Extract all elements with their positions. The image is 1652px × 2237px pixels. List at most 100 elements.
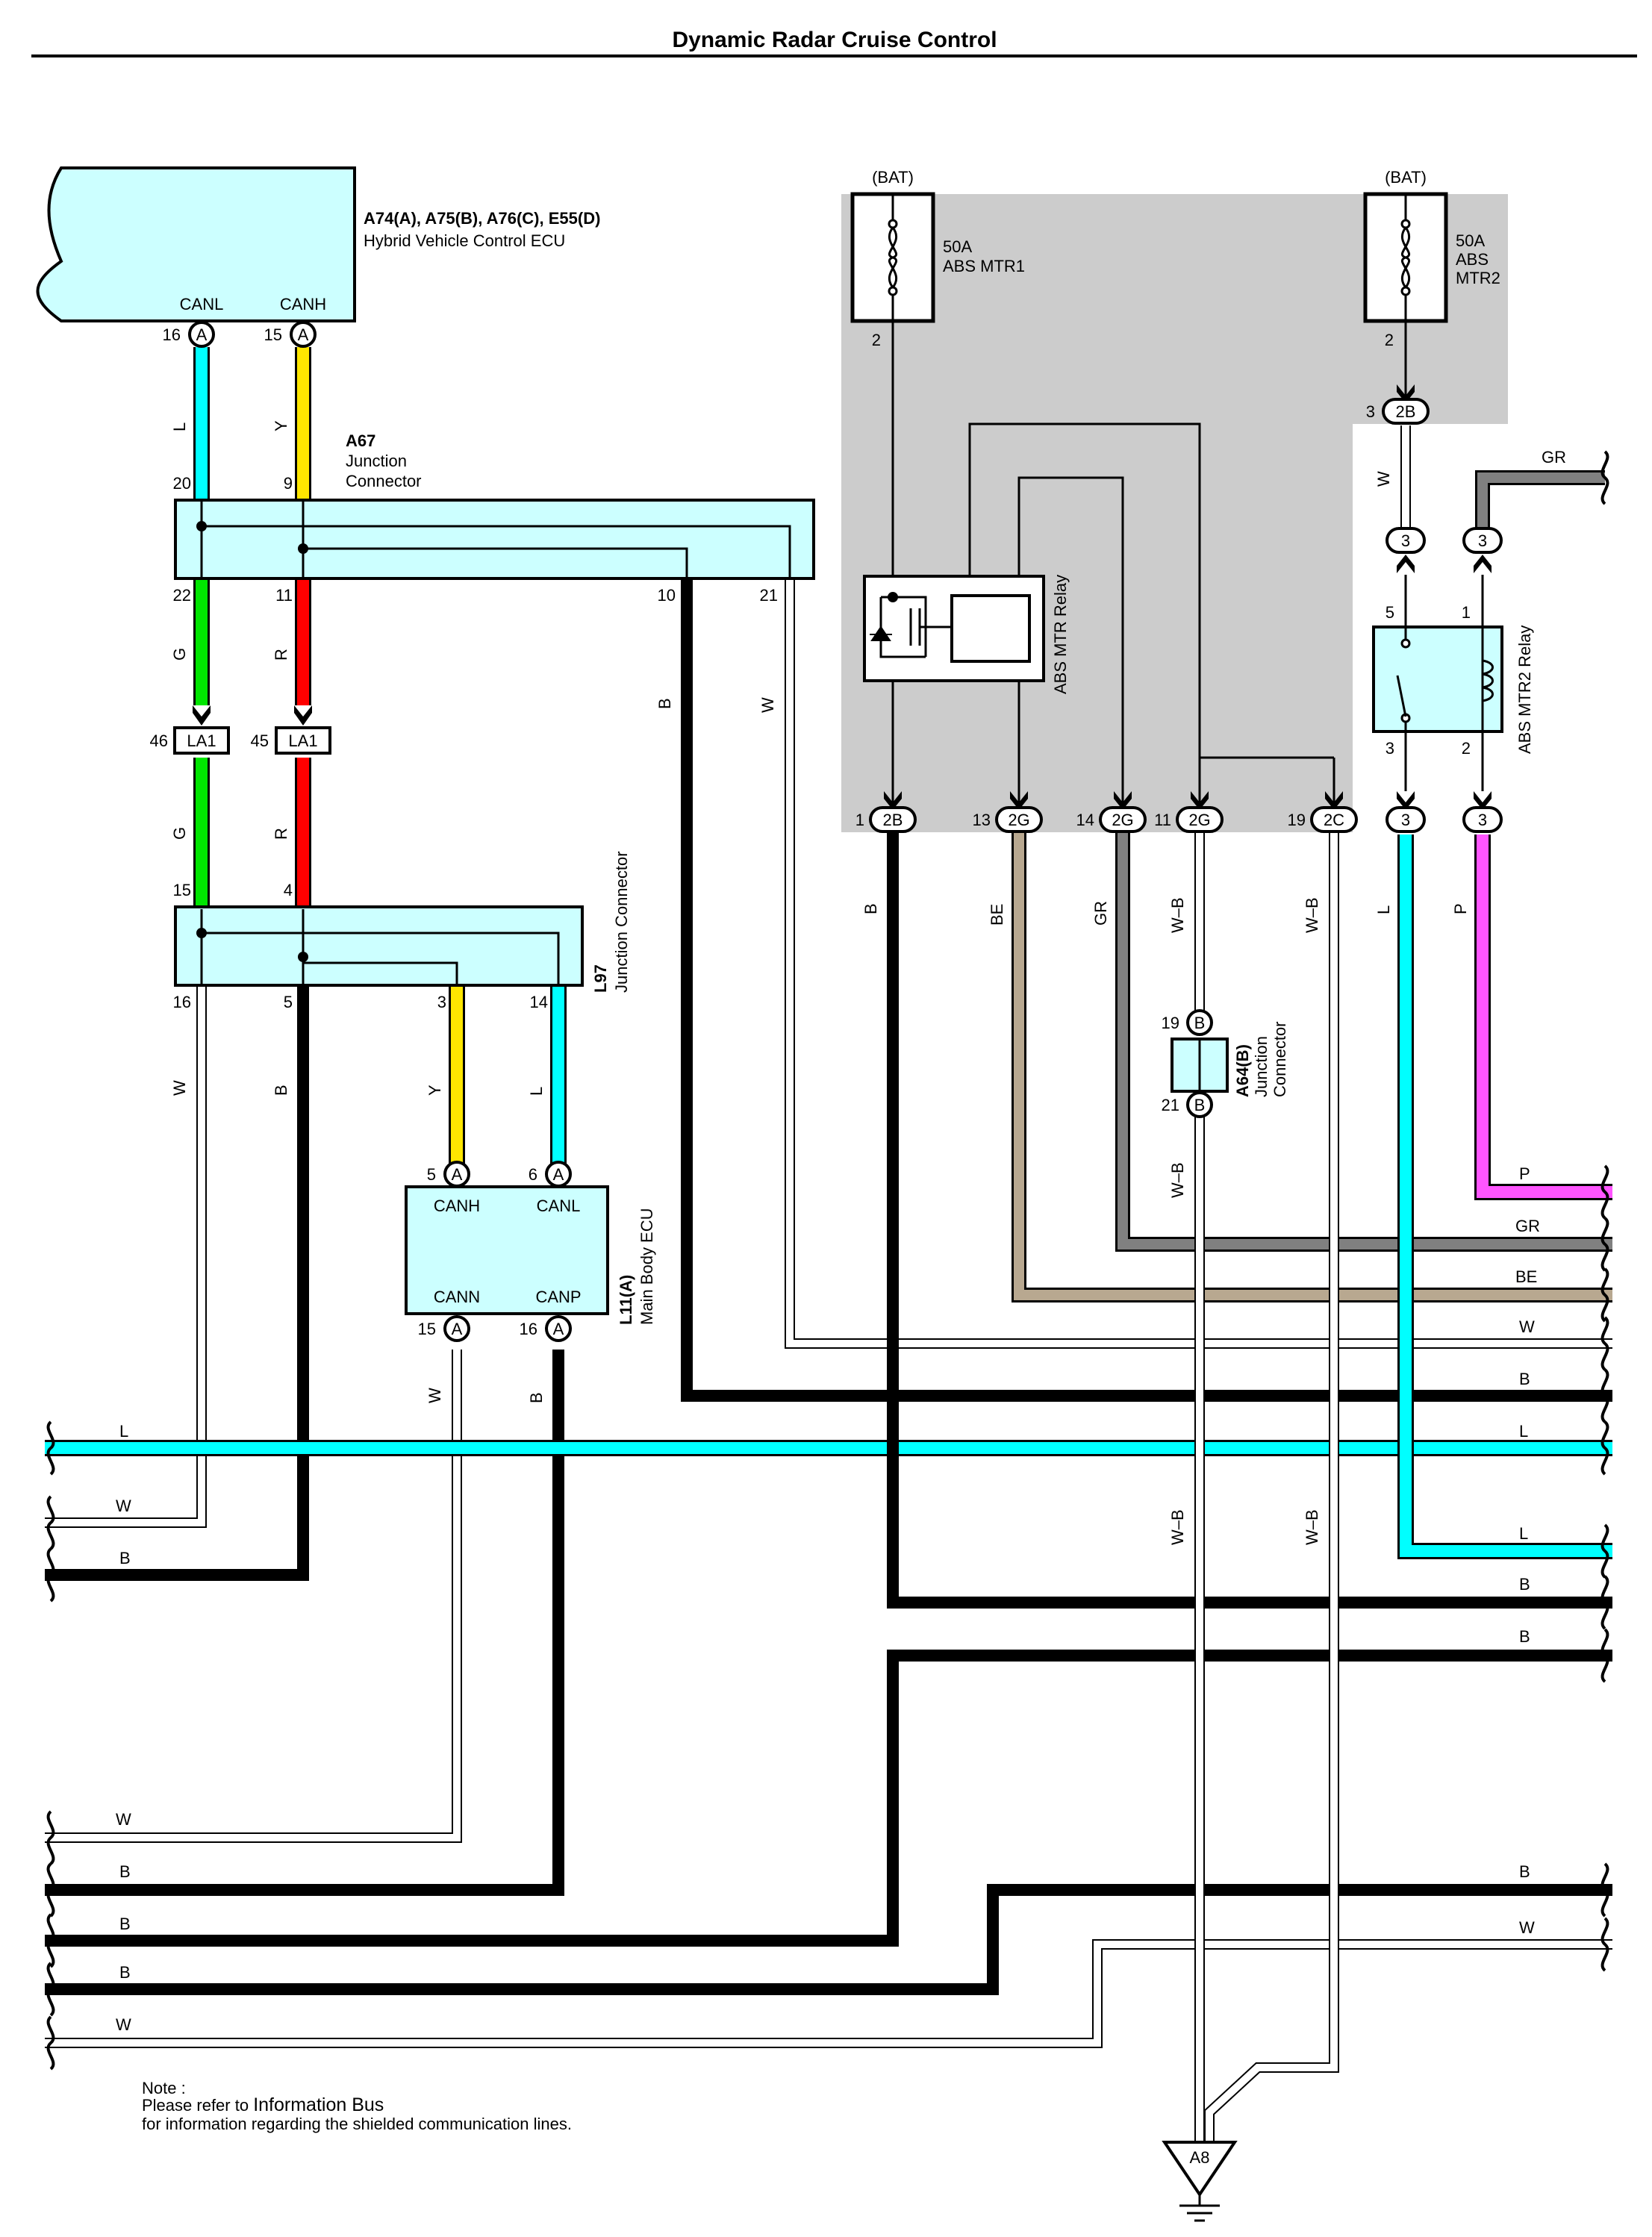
bottom-conn-3-pin: 14	[1076, 811, 1094, 829]
fuse2-name-2: MTR2	[1456, 269, 1500, 287]
wires	[45, 347, 1612, 2142]
hybrid-vehicle-control-ecu: A74(A), A75(B), A76(C), E55(D) Hybrid Ve…	[36, 166, 600, 348]
wire-label-g-1: G	[170, 648, 189, 661]
junction-connector-l97: 15 4 16 5 3 14 L97 Junction Connector	[173, 851, 631, 1011]
main-body-pin-16: 16	[520, 1320, 537, 1338]
bottom-conn-1-pin: 1	[855, 811, 864, 829]
main-body-pin-5: 5	[427, 1165, 436, 1184]
main-body-cann: CANN	[434, 1288, 480, 1306]
relay2-pin-1: 1	[1462, 603, 1471, 622]
wire-label-l-right-1: L	[1519, 1422, 1528, 1441]
main-body-pin-15: 15	[418, 1320, 436, 1338]
conn3-bottom-1: 3	[1401, 811, 1410, 829]
hv-ecu-canh-label: CANH	[280, 295, 326, 313]
wire-label-w-l97: W	[170, 1080, 189, 1096]
main-body-name: Main Body ECU	[638, 1208, 656, 1325]
note-line-2: Please refer to Information Bus	[142, 2094, 384, 2115]
diagram-title: Dynamic Radar Cruise Control	[672, 28, 997, 52]
l97-name: Junction Connector	[612, 851, 631, 993]
l97-pin-4: 4	[284, 881, 293, 899]
ground-a8: A8	[1162, 2141, 1238, 2222]
fuse2-amp: 50A	[1456, 231, 1485, 250]
relay2-name: ABS MTR2 Relay	[1515, 625, 1534, 754]
note-line-3: for information regarding the shielded c…	[142, 2115, 572, 2133]
l97-pin-14: 14	[530, 993, 548, 1011]
main-body-canl: CANL	[537, 1197, 581, 1215]
bottom-conn-3-label: 2G	[1112, 811, 1133, 829]
a67-pin-21: 21	[760, 586, 778, 605]
wire-label-r-2: R	[272, 828, 290, 840]
junction-connector-a67: A67 Junction Connector 20 9 22 11 10 21	[173, 431, 815, 605]
information-bus-link[interactable]: Information Bus	[253, 2094, 384, 2115]
wire-label-y-1: Y	[272, 420, 290, 431]
hv-ecu-pin-16: 16	[163, 325, 181, 344]
a64-pin-21: 21	[1162, 1096, 1179, 1114]
wire-label-w-left-3: W	[116, 2015, 131, 2034]
wire-label-wb-4: W–B	[1168, 1509, 1187, 1545]
wire-label-w-a67: W	[758, 697, 777, 713]
wire-label-w-right-2: W	[1519, 1918, 1535, 1937]
a64-conn-bottom: B	[1194, 1096, 1206, 1114]
wire-label-p-1: P	[1451, 903, 1470, 914]
a67-pin-10: 10	[658, 586, 676, 605]
l97-pin-16: 16	[173, 993, 191, 1011]
note-line-1: Note :	[142, 2079, 186, 2097]
fuse-abs-mtr2: (BAT) 50A ABS MTR2 2	[1363, 168, 1500, 349]
fuse1-bat: (BAT)	[872, 168, 914, 187]
l97-pin-5: 5	[284, 993, 293, 1011]
wire-label-b-right-2: B	[1519, 1575, 1530, 1594]
wire-label-w-left-1: W	[116, 1497, 131, 1515]
fuse2-name-1: ABS	[1456, 250, 1489, 269]
wire-label-b-2b: B	[861, 903, 880, 914]
wire-label-b-left-2: B	[119, 1862, 131, 1881]
wire-label-l-right-2: L	[1519, 1524, 1528, 1543]
conn3-top-1: 3	[1401, 531, 1410, 550]
wire-label-w-left-2: W	[116, 1810, 131, 1829]
wire-label-wb-5: W–B	[1303, 1509, 1321, 1545]
note-line-2a: Please refer to	[142, 2096, 253, 2115]
connector-3-top: 3 3	[1386, 527, 1503, 554]
ground-label: A8	[1190, 2148, 1210, 2167]
hv-ecu-canl-label: CANL	[180, 295, 224, 313]
conn-2b-top-pin: 3	[1366, 402, 1375, 421]
la1-pin-46: 46	[150, 731, 168, 750]
bottom-conn-1-label: 2B	[883, 811, 903, 829]
relay-block-internal	[891, 321, 1407, 806]
wire-label-w-2b: W	[1374, 471, 1393, 487]
fuse2-bat: (BAT)	[1385, 168, 1427, 187]
main-body-conn-a2: A	[553, 1165, 564, 1184]
main-body-canp: CANP	[535, 1288, 581, 1306]
wire-label-be: BE	[988, 904, 1006, 926]
main-body-conn-a1: A	[452, 1165, 463, 1184]
relay1-name: ABS MTR Relay	[1051, 575, 1070, 694]
wire-label-wb-3: W–B	[1168, 1162, 1187, 1198]
wire-label-b-left-3: B	[119, 1915, 131, 1933]
wire-label-b-a67: B	[655, 698, 674, 709]
a67-pin-20: 20	[173, 474, 191, 493]
a67-pin-9: 9	[284, 474, 293, 493]
hv-ecu-name: Hybrid Vehicle Control ECU	[364, 231, 565, 250]
wire-label-l-2: L	[527, 1087, 546, 1096]
wire-label-gr-1: GR	[1091, 901, 1110, 926]
main-body-conn-a4: A	[553, 1320, 564, 1338]
bottom-conn-2-label: 2G	[1008, 811, 1029, 829]
l97-pin-3: 3	[437, 993, 446, 1011]
fuse1-amp: 50A	[943, 237, 972, 256]
hv-ecu-pin-15: 15	[264, 325, 282, 344]
main-body-conn-a3: A	[452, 1320, 463, 1338]
wire-label-wb-1: W–B	[1168, 897, 1187, 933]
fuse2-pin: 2	[1385, 331, 1394, 349]
a67-name-2: Connector	[346, 472, 422, 490]
bottom-conn-5-label: 2C	[1324, 811, 1344, 829]
hv-ecu-conn-a1: A	[196, 325, 208, 344]
bottom-conn-4-label: 2G	[1188, 811, 1210, 829]
main-body-ref: L11(A)	[617, 1275, 635, 1325]
a67-pin-22: 22	[173, 586, 191, 605]
wire-label-l-3: L	[1374, 905, 1393, 914]
relay2-pin-5: 5	[1386, 603, 1394, 622]
la1-label-1: LA1	[187, 731, 216, 750]
wire-label-r-1: R	[272, 649, 290, 661]
a64-pin-19: 19	[1162, 1014, 1179, 1032]
wire-label-w-right: W	[1519, 1317, 1535, 1336]
